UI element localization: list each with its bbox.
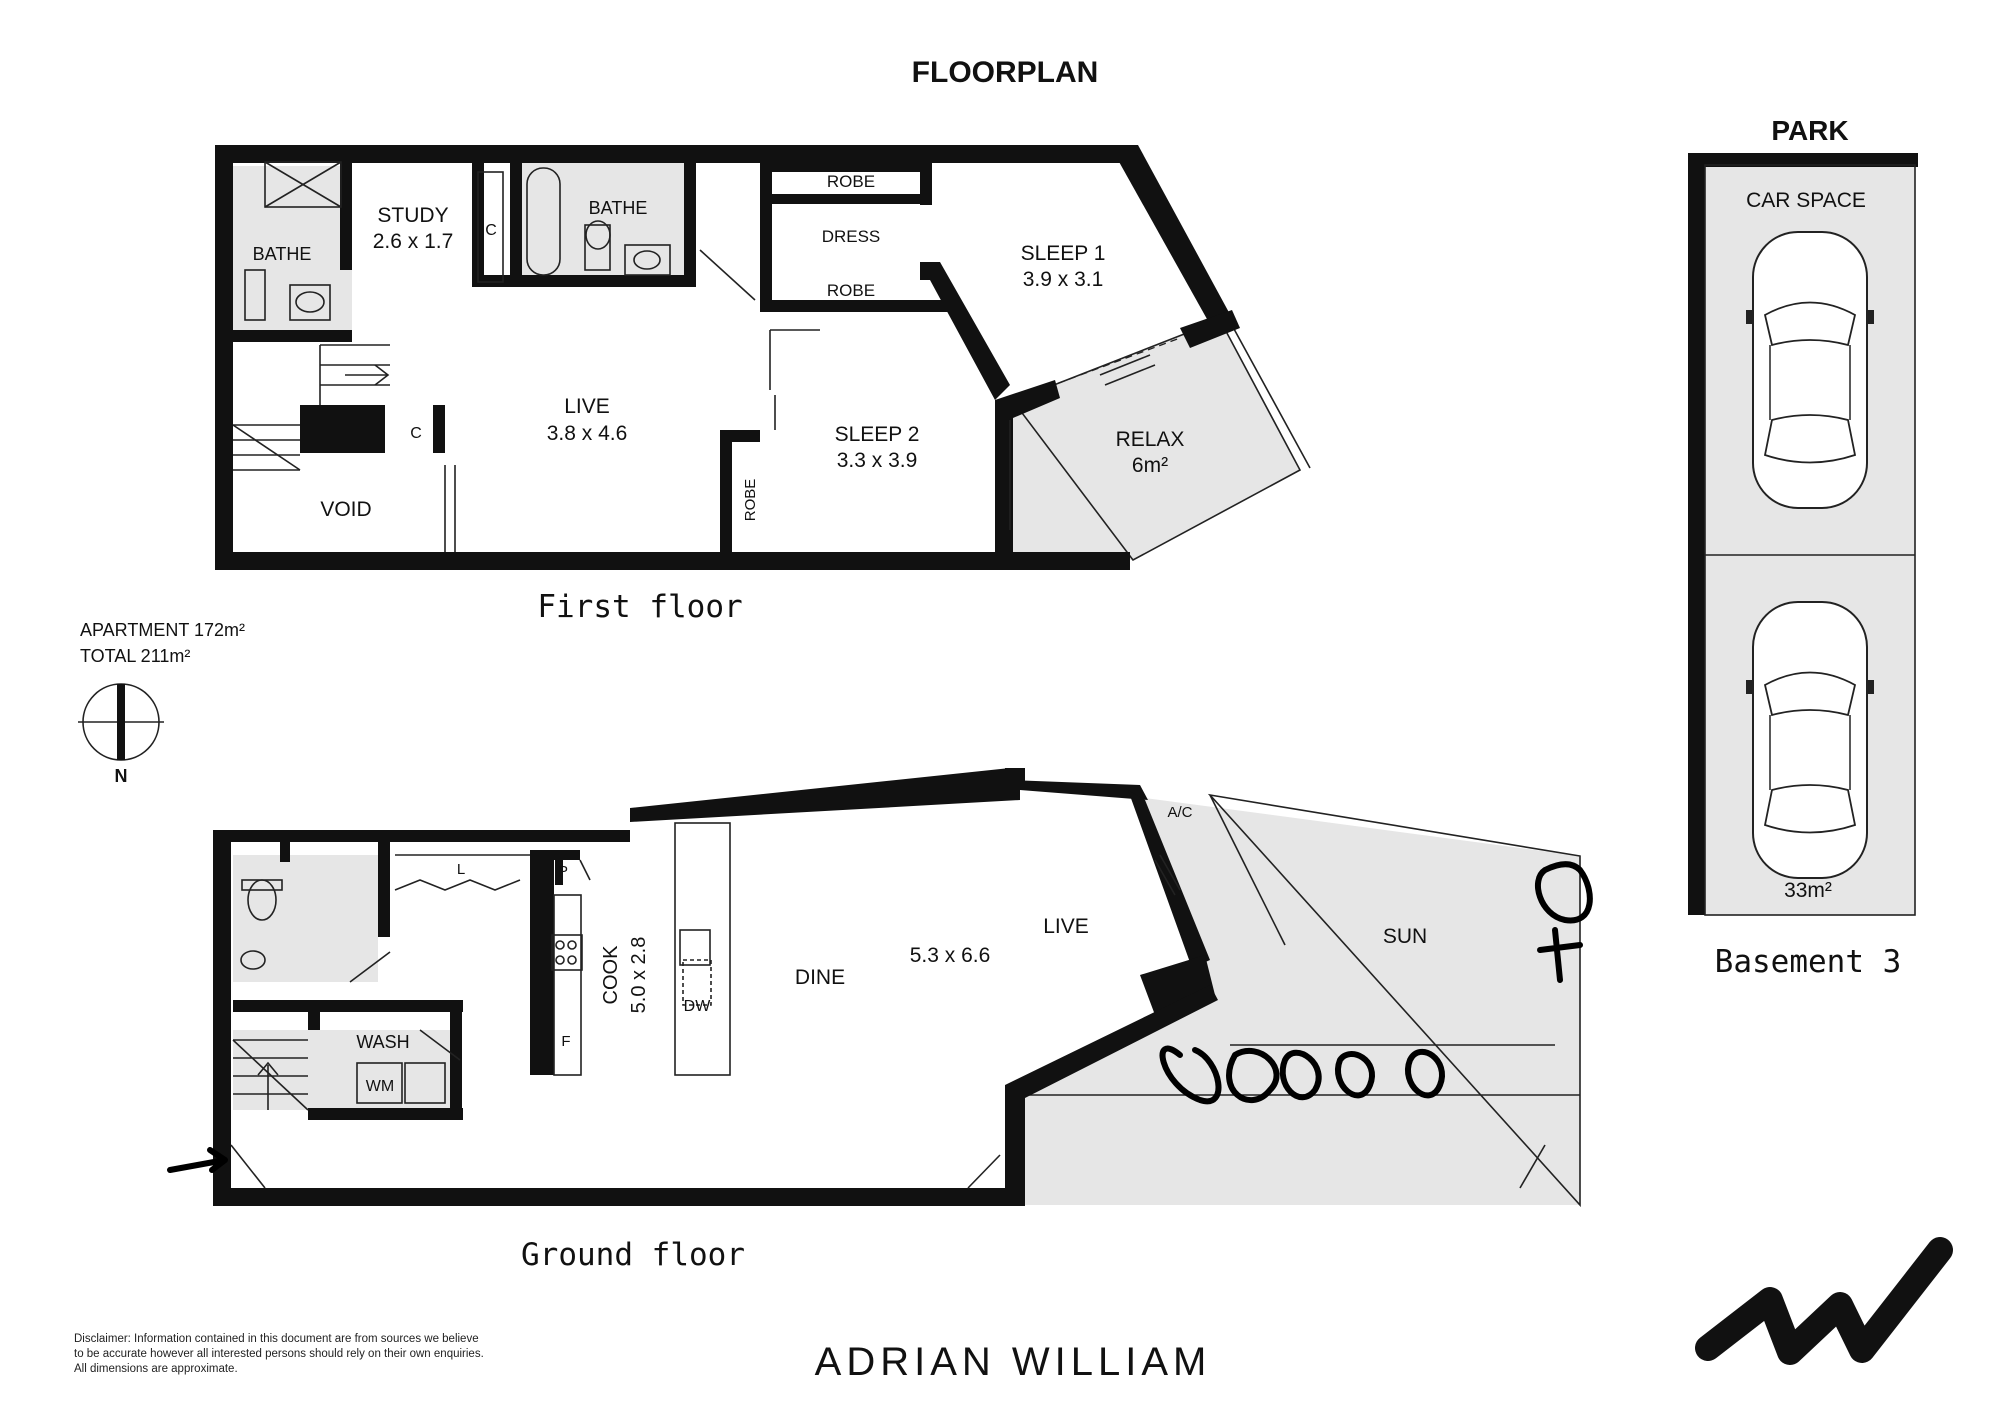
car-space-label: CAR SPACE (1746, 189, 1866, 212)
room-live-dims: 3.8 x 4.6 (547, 422, 628, 445)
robe-label: ROBE (827, 281, 875, 300)
page-title: FLOORPLAN (912, 56, 1099, 89)
room-live-name: LIVE (564, 395, 610, 418)
ground-floor-plan (167, 768, 1593, 1208)
room-relax-dims: 6m² (1132, 454, 1168, 477)
dishwasher-label: DW (684, 998, 712, 1015)
room-cook-name: COOK (600, 945, 622, 1005)
room-sleep1-dims: 3.9 x 3.1 (1023, 268, 1104, 291)
washing-machine-label: WM (366, 1078, 394, 1095)
disclaimer-line: All dimensions are approximate. (74, 1363, 238, 1375)
car-icon (1746, 231, 1874, 509)
room-bathe-label: BATHE (589, 198, 648, 218)
total-area: TOTAL 211m² (80, 646, 190, 666)
linen-label: L (457, 861, 465, 878)
cupboard-label: C (485, 222, 497, 239)
robe-label: ROBE (827, 172, 875, 191)
basement-caption: Basement 3 (1715, 944, 1902, 980)
park-area-label: 33m² (1784, 879, 1832, 902)
ground-floor-caption: Ground floor (521, 1237, 745, 1273)
fridge-label: F (561, 1033, 570, 1050)
entry-arrow-icon (167, 1147, 228, 1173)
stair-arrow-icon (257, 1061, 279, 1110)
park-heading: PARK (1771, 115, 1848, 146)
room-live-name: LIVE (1043, 915, 1089, 938)
room-study-dims: 2.6 x 1.7 (373, 230, 454, 253)
room-live-dims: 5.3 x 6.6 (910, 944, 991, 967)
brand-name: ADRIAN WILLIAM (815, 1340, 1212, 1384)
first-floor-plan (215, 145, 1311, 570)
room-sleep2-name: SLEEP 2 (835, 423, 920, 446)
room-sleep1-name: SLEEP 1 (1021, 242, 1106, 265)
dress-label: DRESS (822, 227, 881, 246)
room-sleep2-dims: 3.3 x 3.9 (837, 449, 918, 472)
compass-north-label: N (115, 766, 128, 786)
brand-logo-icon (1695, 1237, 1953, 1365)
apartment-area: APARTMENT 172m² (80, 620, 245, 640)
room-dine-label: DINE (795, 966, 845, 989)
compass-icon (78, 683, 164, 761)
first-floor-caption: First floor (537, 589, 742, 625)
car-icon (1746, 601, 1874, 879)
room-relax-name: RELAX (1116, 428, 1185, 451)
disclaimer-line: to be accurate however all interested pe… (74, 1348, 484, 1360)
stair-arrow-icon (345, 364, 390, 386)
room-sun-label: SUN (1383, 925, 1427, 948)
room-study-name: STUDY (377, 204, 448, 227)
room-cook-dims: 5.0 x 2.8 (628, 937, 650, 1014)
hand-drawn-marks (1159, 861, 1593, 1105)
disclaimer: Disclaimer: Information contained in thi… (74, 1332, 594, 1377)
room-wash-label: WASH (356, 1032, 409, 1052)
room-bathe-label: BATHE (253, 244, 312, 264)
robe-label: ROBE (742, 479, 759, 522)
disclaimer-line: Disclaimer: Information contained in thi… (74, 1333, 479, 1345)
aircon-label: A/C (1167, 804, 1192, 821)
cupboard-label: C (410, 425, 422, 442)
pantry-label: P (558, 863, 568, 880)
void-label: VOID (320, 498, 371, 521)
